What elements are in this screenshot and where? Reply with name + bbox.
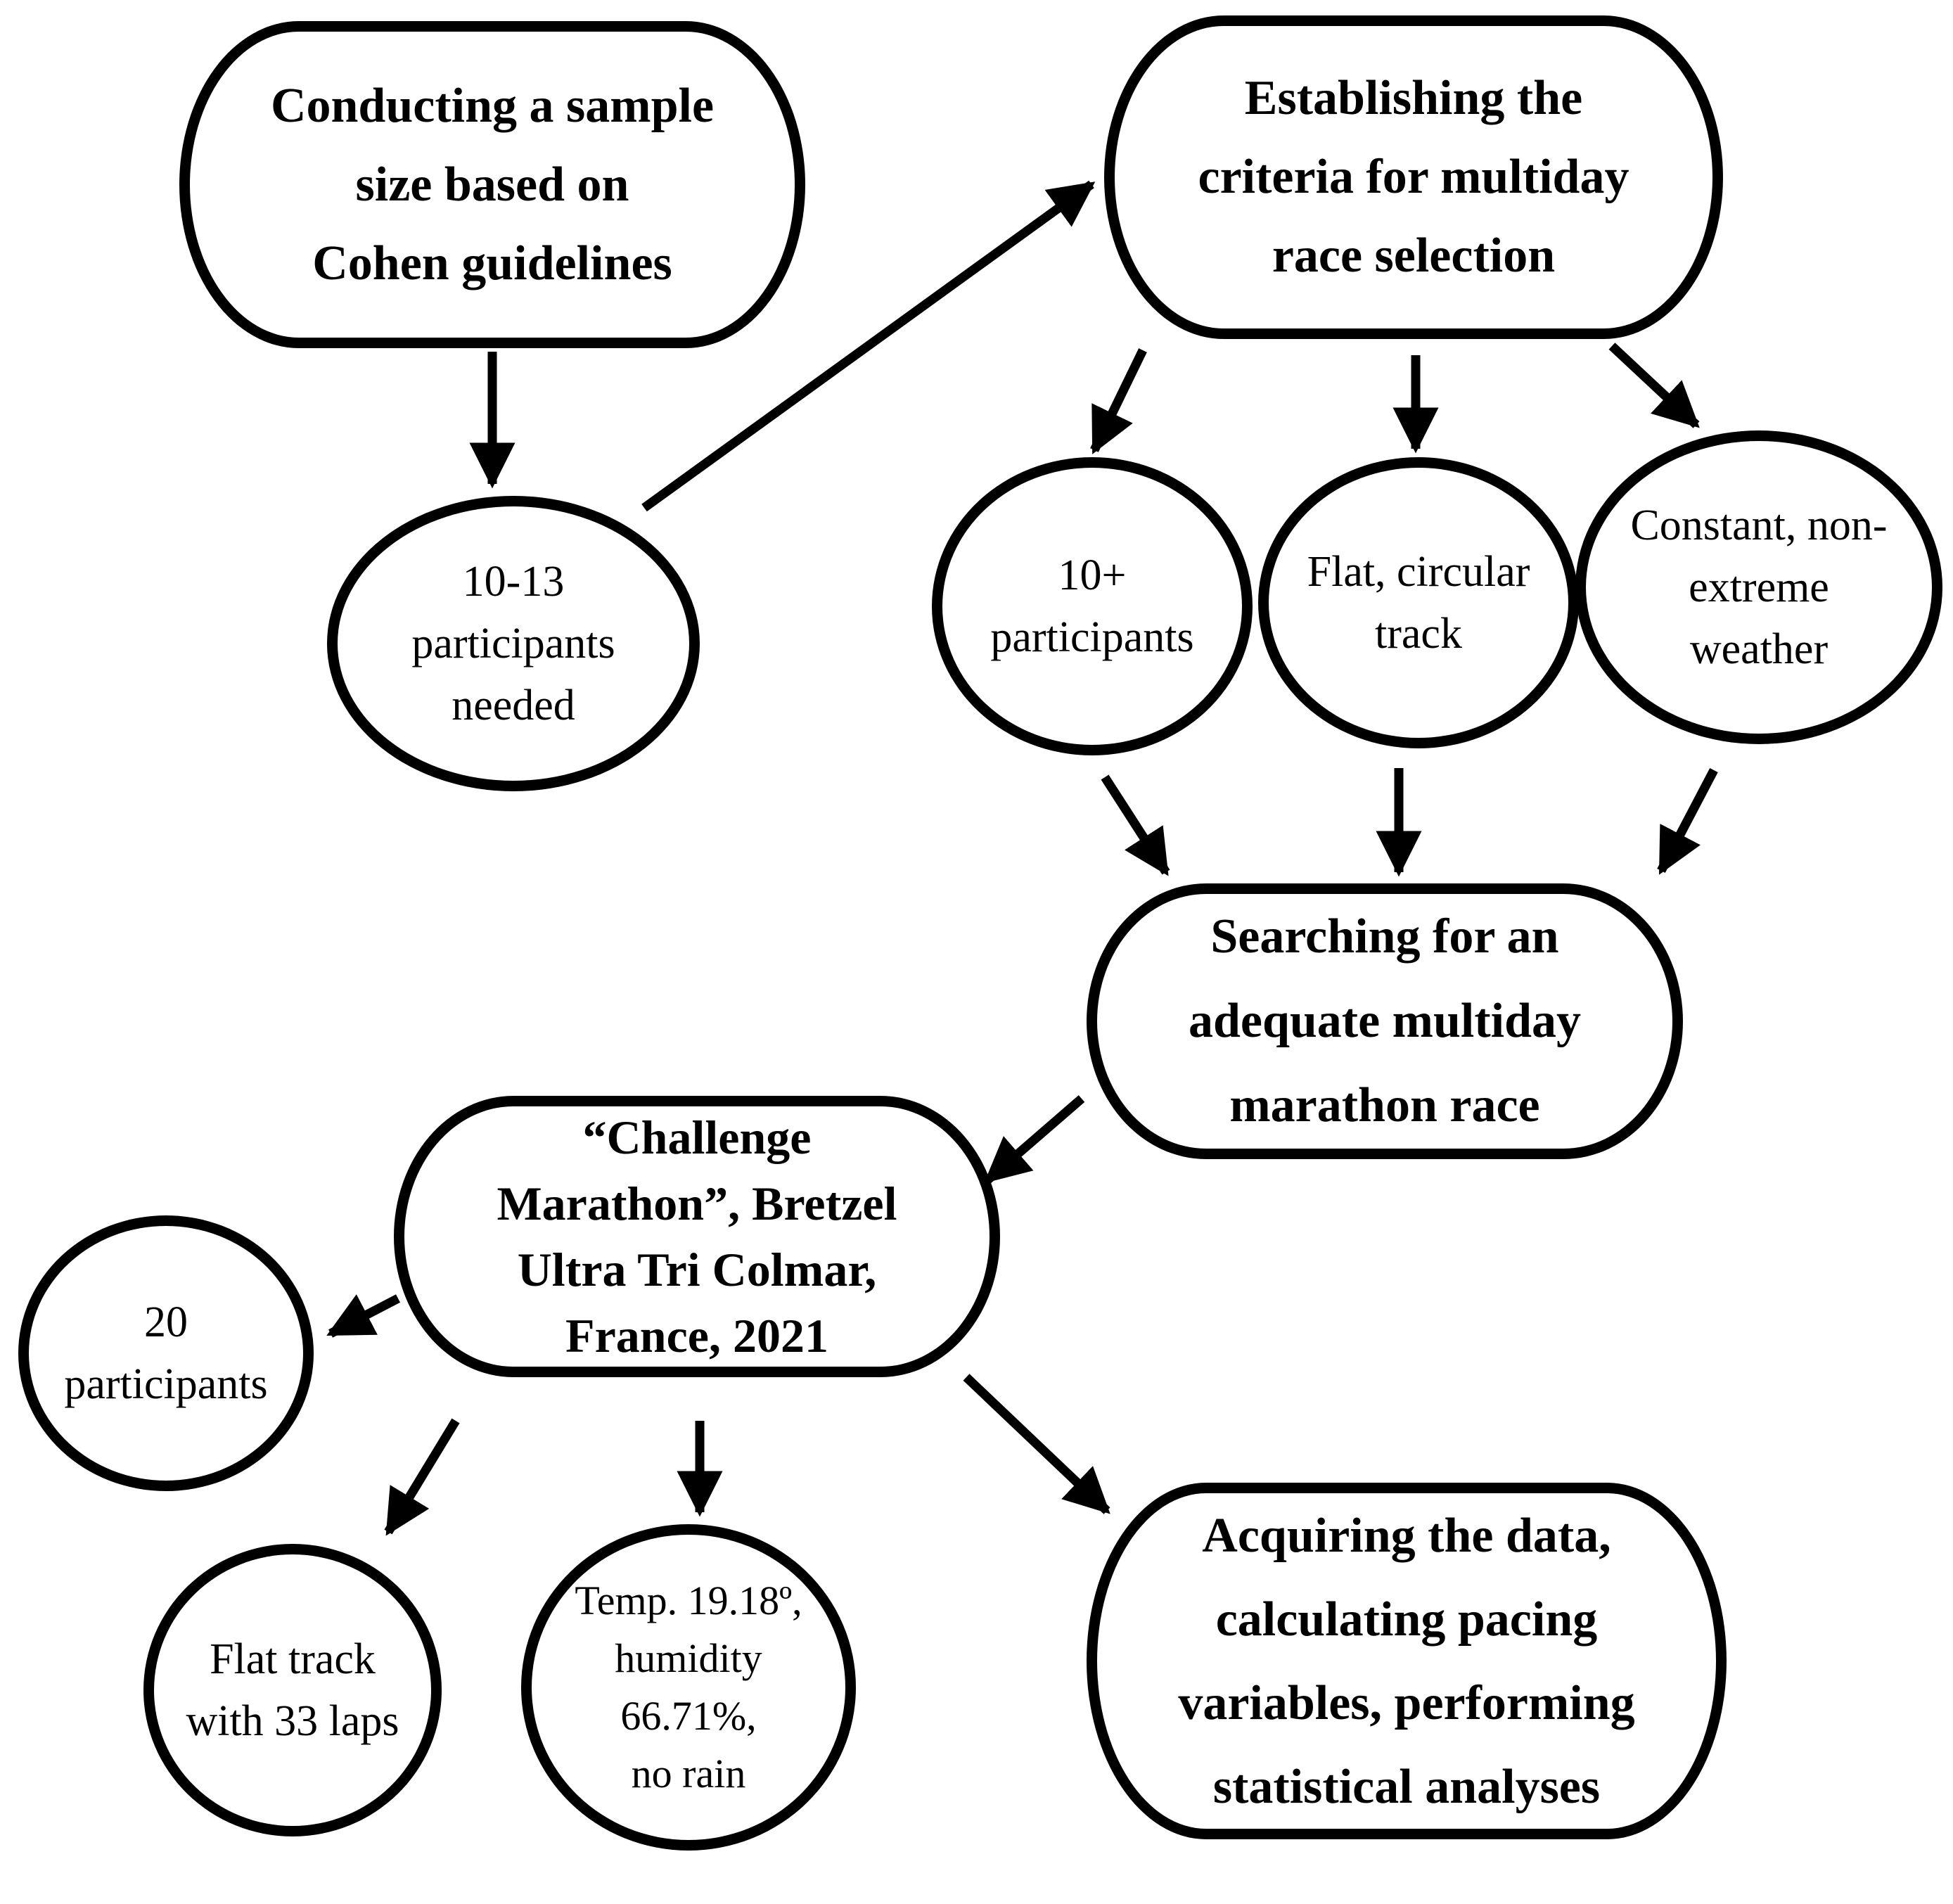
node-temp: Temp. 19.18º, humidity 66.71%, no rain: [521, 1524, 856, 1851]
arrow-criteria-to-ten-plus: [1090, 348, 1147, 454]
arrow-criteria-to-weather: [1608, 343, 1700, 428]
node-ten-plus-label: 10+ participants: [990, 551, 1194, 661]
arrow-searching-to-challenge: [984, 1095, 1085, 1184]
node-needed: 10-13 participants needed: [327, 496, 700, 791]
node-challenge: “Challenge Marathon”, Bretzel Ultra Tri …: [394, 1096, 1000, 1377]
node-twenty-label: 20 participants: [64, 1298, 268, 1408]
node-searching: Searching for an adequate multiday marat…: [1087, 883, 1683, 1159]
arrow-challenge-to-flat-track: [384, 1418, 460, 1536]
node-cohen: Conducting a sample size based on Cohen …: [179, 21, 805, 348]
node-acquiring-label: Acquiring the data, calculating pacing v…: [1178, 1508, 1635, 1814]
node-ten-plus: 10+ participants: [932, 457, 1253, 755]
arrow-weather-to-searching: [1657, 767, 1718, 875]
node-needed-label: 10-13 participants needed: [411, 558, 615, 729]
node-weather: Constant, non- extreme weather: [1575, 430, 1942, 744]
arrow-ten-plus-to-searching: [1101, 774, 1170, 876]
node-criteria-label: Establishing the criteria for multiday r…: [1198, 71, 1629, 283]
node-cohen-label: Conducting a sample size based on Cohen …: [270, 78, 715, 290]
arrow-challenge-to-twenty: [326, 1294, 401, 1338]
node-acquiring: Acquiring the data, calculating pacing v…: [1087, 1483, 1727, 1839]
node-searching-label: Searching for an adequate multiday marat…: [1188, 909, 1582, 1132]
node-flat-circular: Flat, circular track: [1258, 457, 1579, 748]
node-flat-circular-label: Flat, circular track: [1307, 548, 1530, 658]
node-weather-label: Constant, non- extreme weather: [1630, 501, 1888, 673]
node-flat-track: Flat track with 33 laps: [143, 1544, 442, 1836]
arrow-challenge-to-acquiring: [963, 1374, 1110, 1514]
node-challenge-label: “Challenge Marathon”, Bretzel Ultra Tri …: [497, 1111, 897, 1362]
node-twenty: 20 participants: [18, 1215, 314, 1491]
arrow-needed-to-criteria: [641, 180, 1096, 512]
node-flat-track-label: Flat track with 33 laps: [186, 1635, 399, 1745]
node-temp-label: Temp. 19.18º, humidity 66.71%, no rain: [575, 1578, 802, 1796]
node-criteria: Establishing the criteria for multiday r…: [1104, 15, 1723, 339]
